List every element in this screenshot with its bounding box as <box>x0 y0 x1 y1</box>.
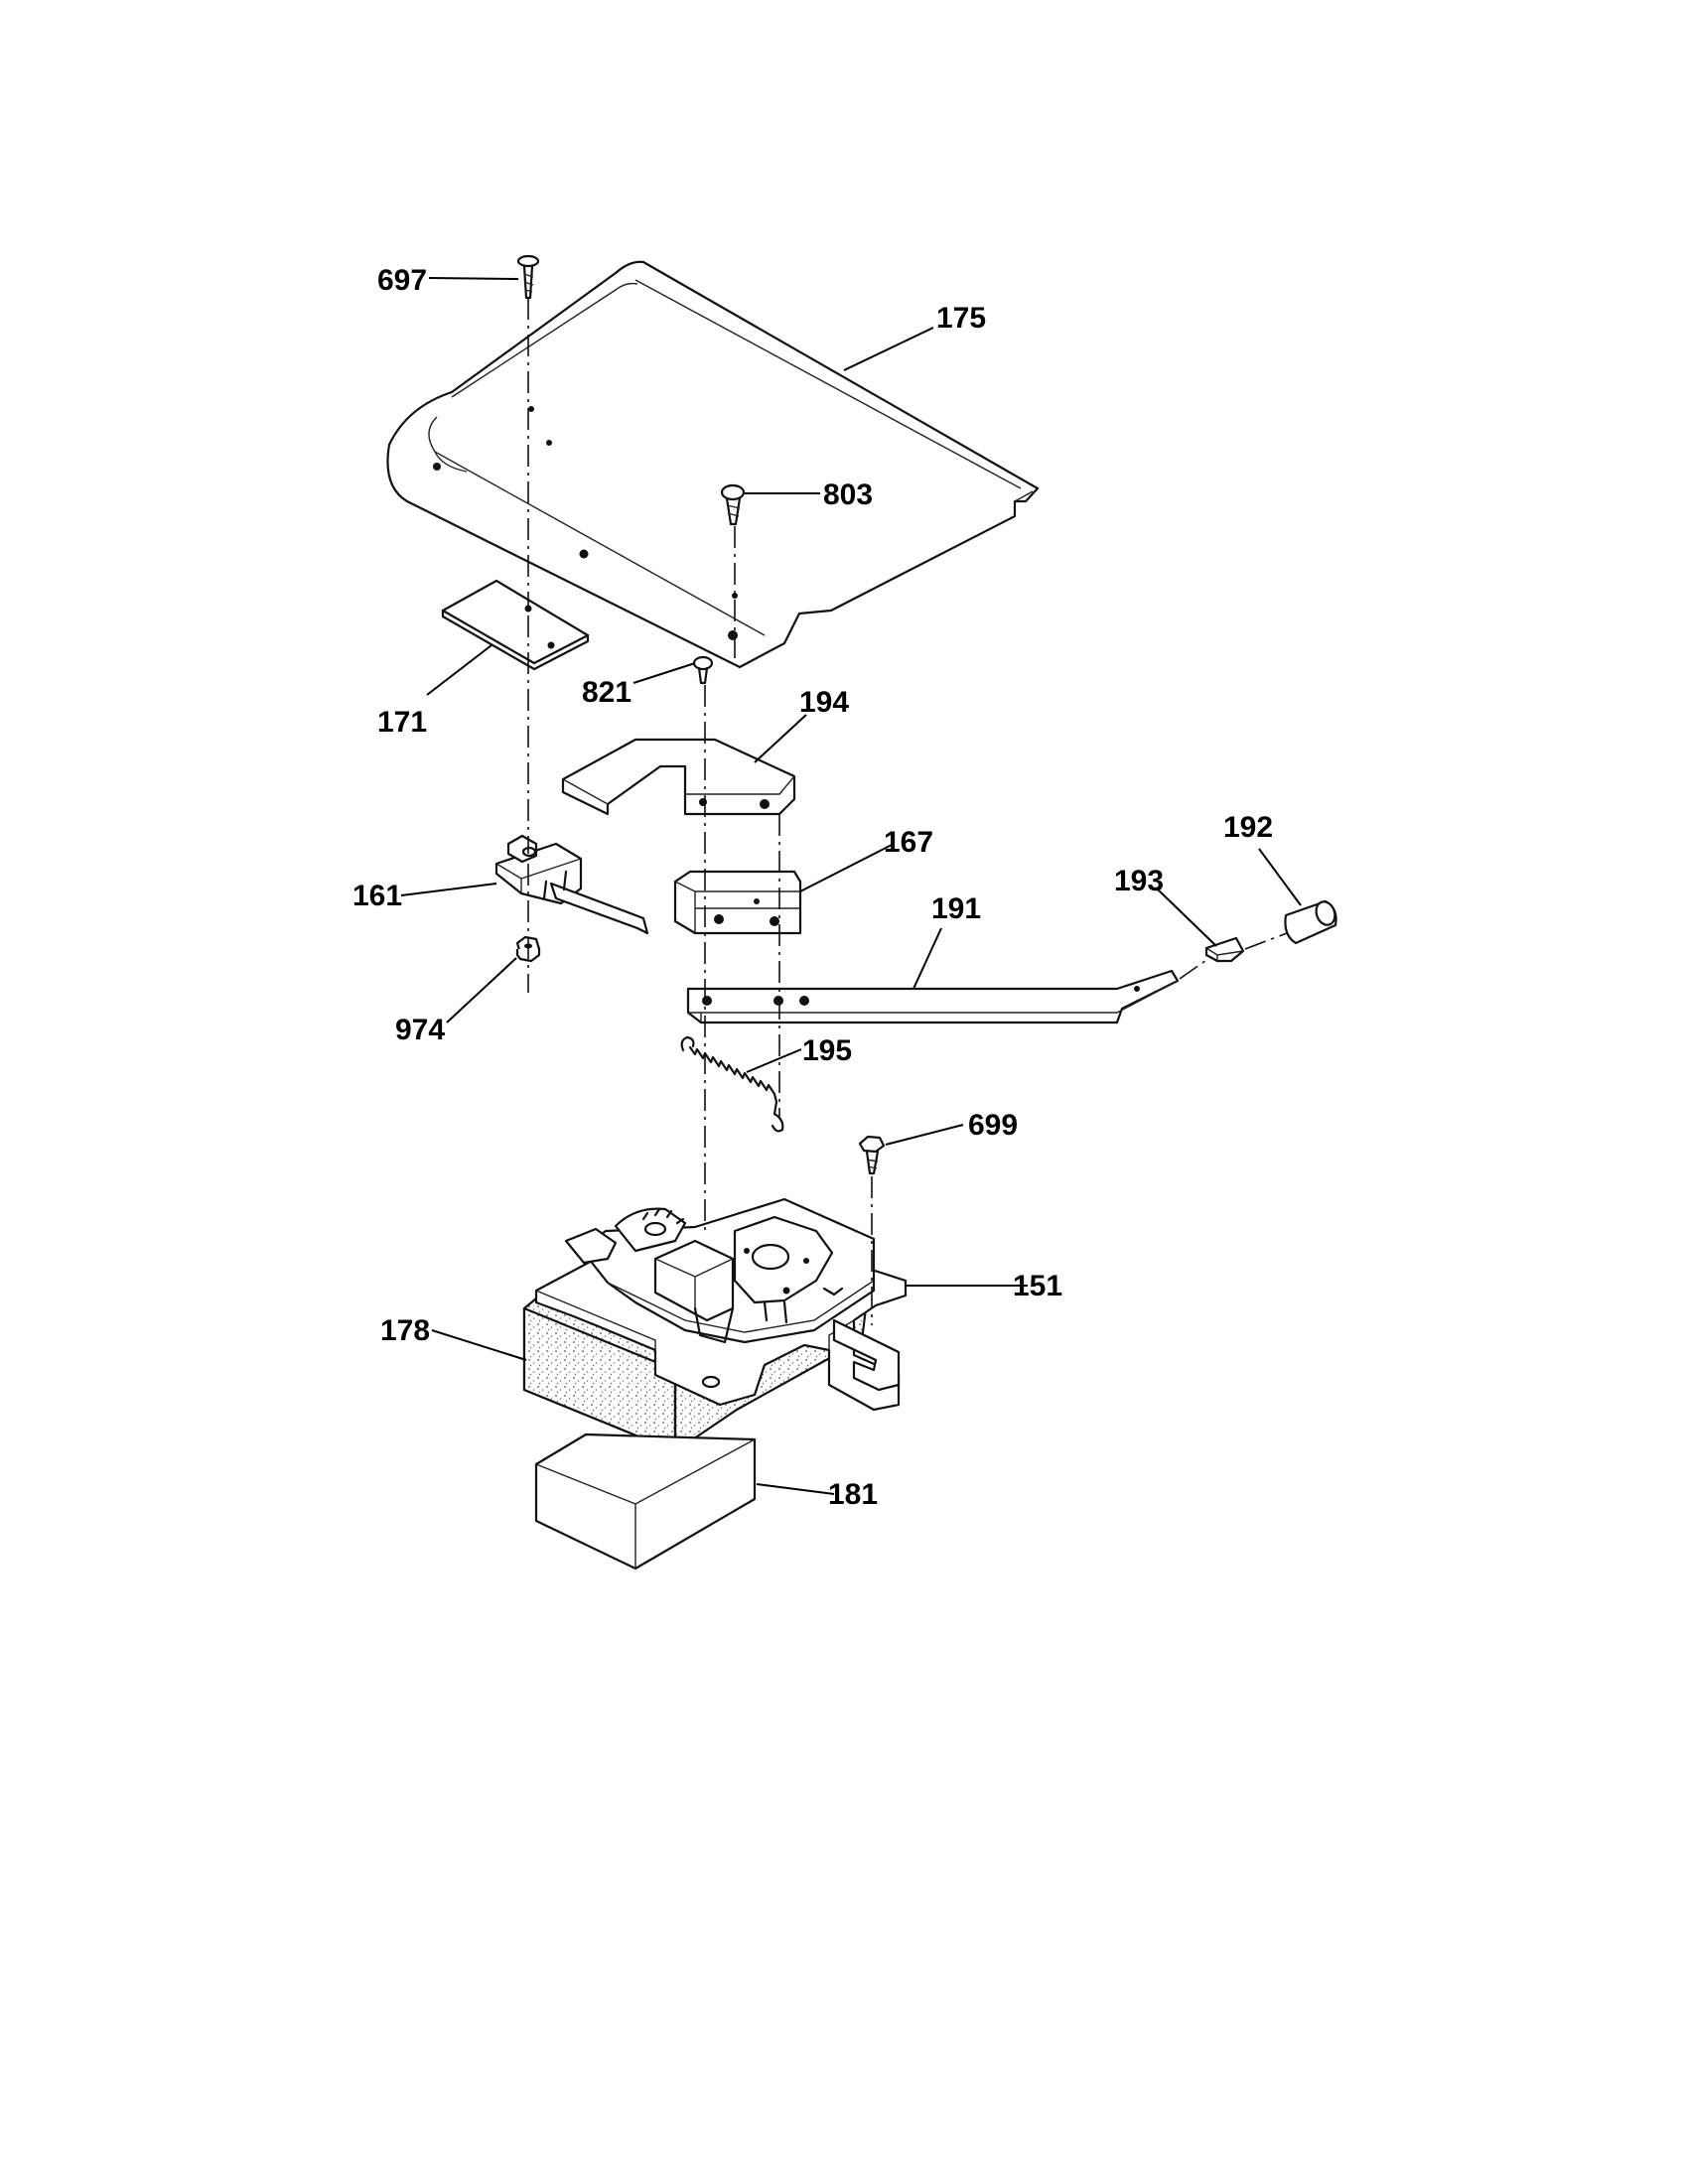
block-181 <box>534 1433 757 1570</box>
latch-assembly-151 <box>534 1197 908 1412</box>
pad-171 <box>441 579 590 671</box>
centerlines <box>527 298 1288 1325</box>
label-175: 175 <box>936 302 986 335</box>
screw-821 <box>692 655 714 685</box>
clip-193 <box>1204 936 1245 963</box>
label-178: 178 <box>380 1314 430 1347</box>
label-195: 195 <box>802 1034 852 1067</box>
label-191: 191 <box>931 892 981 925</box>
label-181: 181 <box>828 1478 878 1511</box>
label-171: 171 <box>377 706 427 739</box>
lock-arm-191 <box>686 969 1180 1024</box>
screw-699 <box>858 1135 886 1175</box>
label-821: 821 <box>582 676 632 709</box>
label-167: 167 <box>884 826 933 859</box>
leader-lines <box>400 277 1302 1495</box>
label-192: 192 <box>1223 811 1273 844</box>
slide-block-167 <box>673 870 802 935</box>
knob-192 <box>1284 899 1337 945</box>
label-194: 194 <box>799 686 849 719</box>
label-151: 151 <box>1013 1270 1062 1302</box>
label-974: 974 <box>395 1014 445 1046</box>
screw-697 <box>516 254 540 300</box>
screw-803 <box>720 483 746 526</box>
bracket-194 <box>561 738 796 816</box>
part-labels: 697 175 803 171 821 194 161 167 191 193 … <box>352 264 1273 1511</box>
label-699: 699 <box>968 1109 1018 1142</box>
label-161: 161 <box>352 880 402 912</box>
cover-panel-175 <box>386 260 1040 669</box>
label-697: 697 <box>377 264 427 297</box>
switch-161 <box>494 834 649 935</box>
spring-195 <box>680 1035 784 1133</box>
label-803: 803 <box>823 478 873 511</box>
label-193: 193 <box>1114 865 1164 897</box>
